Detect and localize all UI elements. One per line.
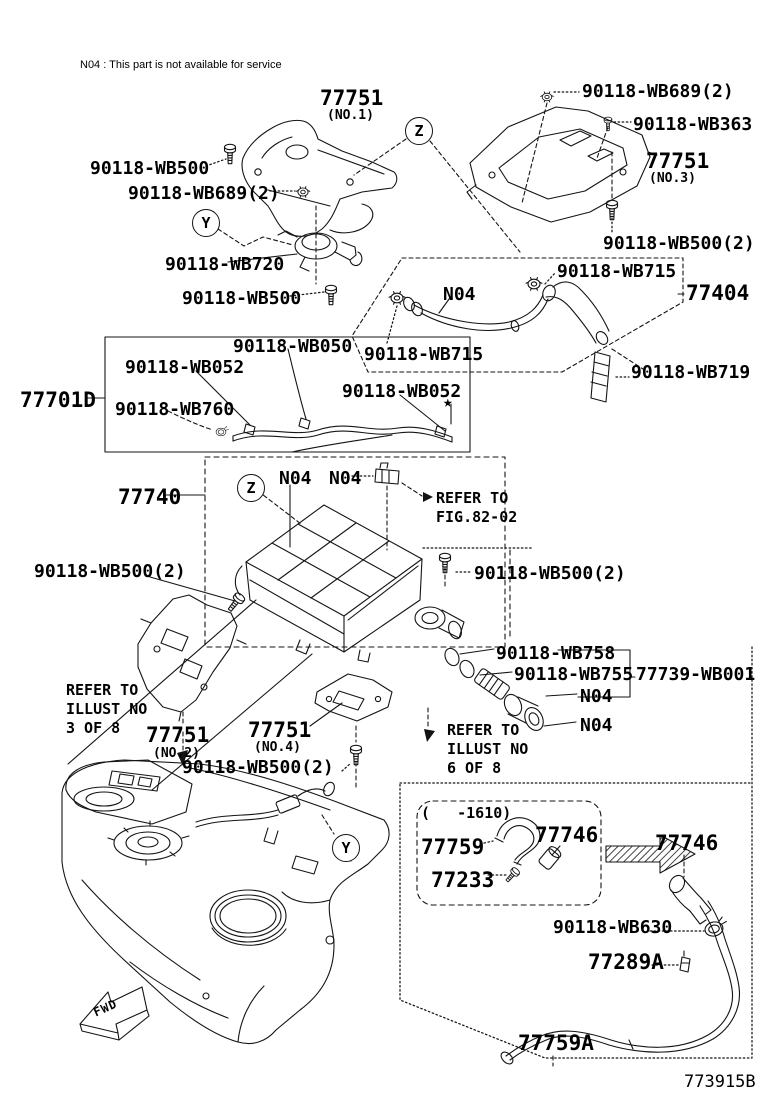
part-sublabel-no3: (NO.3) — [649, 171, 696, 186]
callout-z-top: Z — [405, 117, 433, 145]
part-sublabel-no1: (NO.1) — [327, 108, 374, 123]
variant-range-label: ( -1610) — [421, 804, 512, 822]
part-label-90118-wb755: 90118-WB755 — [514, 664, 634, 685]
figure-code: 773915B — [684, 1072, 756, 1092]
part-label-n04-hose: N04 — [443, 284, 476, 305]
hose-77759a — [500, 900, 741, 1065]
variant-arrow-icon — [605, 834, 696, 874]
part-label-77740: 77740 — [118, 485, 182, 509]
service-note: N04 : This part is not available for ser… — [80, 59, 282, 71]
part-label-77759a: 77759A — [518, 1031, 594, 1055]
fitting-77746 — [668, 874, 712, 925]
bracket-77751-no2 — [137, 594, 247, 722]
grommet-wb719 — [590, 351, 611, 403]
fwd-arrow-icon — [79, 986, 150, 1041]
callout-y-tank: Y — [332, 834, 360, 862]
part-label-77759: 77759 — [421, 835, 485, 859]
part-label-77739-wb001: 77739-WB001 — [636, 664, 756, 685]
part-label-90118-wb719: 90118-WB719 — [631, 362, 751, 383]
refer-fig-82-02: REFER TO FIG.82-02 — [436, 489, 518, 526]
tube-77701d — [232, 417, 453, 453]
part-sublabel-no4: (NO.4) — [254, 740, 301, 755]
part-label-77289a: 77289A — [588, 950, 664, 974]
fuel-tank — [61, 759, 390, 1045]
canister-77740 — [234, 462, 465, 663]
part-label-90118-wb363: 90118-WB363 — [633, 114, 753, 135]
part-label-77751-no1: 77751 — [320, 86, 384, 110]
part-label-90118-wb052-right: 90118-WB052 — [342, 381, 462, 402]
part-label-90118-wb500-a: 90118-WB500 — [90, 158, 210, 179]
part-label-77701d: 77701D — [20, 388, 96, 412]
part-label-90118-wb689-top: 90118-WB689(2) — [582, 81, 734, 102]
part-label-77746-right: 77746 — [655, 831, 719, 855]
part-sublabel-no2: (NO.2) — [153, 746, 200, 761]
part-label-n04-canister-left: N04 — [279, 468, 312, 489]
hose-77404 — [403, 281, 610, 345]
star-marker: ★ — [443, 392, 453, 411]
part-label-90118-wb500-2-right: 90118-WB500(2) — [474, 563, 626, 584]
part-label-90118-wb630: 90118-WB630 — [553, 917, 673, 938]
part-label-n04-canister-right: N04 — [329, 468, 362, 489]
part-label-90118-wb689-mid: 90118-WB689(2) — [128, 183, 280, 204]
part-label-90118-wb715-lower: 90118-WB715 — [364, 344, 484, 365]
part-label-77751-no4: 77751 — [248, 718, 312, 742]
part-label-90118-wb500-b: 90118-WB500 — [182, 288, 302, 309]
part-label-77751-no2: 77751 — [146, 723, 210, 747]
purge-valve — [277, 230, 363, 272]
leader-lines — [67, 91, 705, 1067]
bracket-77751-no1 — [241, 119, 398, 237]
region-boxes — [104, 257, 753, 1059]
part-label-90118-wb050: 90118-WB050 — [233, 336, 353, 357]
callout-y-valve: Y — [192, 209, 220, 237]
part-label-90118-wb760: 90118-WB760 — [115, 399, 235, 420]
bracket-77751-no3 — [466, 106, 658, 223]
part-label-77233: 77233 — [431, 868, 495, 892]
refer-illust-6-of-8: REFER TO ILLUST NO 6 OF 8 — [447, 721, 529, 777]
part-label-77746-boxed: 77746 — [535, 823, 599, 847]
part-label-n04-tube-lower: N04 — [580, 715, 613, 736]
tank-top-hoses — [195, 781, 335, 845]
bracket-77751-no4 — [314, 673, 393, 722]
part-label-90118-wb500-2-left: 90118-WB500(2) — [34, 561, 186, 582]
part-label-90118-wb758: 90118-WB758 — [496, 643, 616, 664]
part-label-90118-wb715-upper: 90118-WB715 — [557, 261, 677, 282]
part-label-77404: 77404 — [686, 281, 750, 305]
refer-illust-3-of-8: REFER TO ILLUST NO 3 OF 8 — [66, 681, 148, 737]
part-label-90118-wb500-2-bottom: 90118-WB500(2) — [182, 757, 334, 778]
part-label-n04-tube-upper: N04 — [580, 686, 613, 707]
fasteners — [215, 91, 730, 973]
part-label-77751-no3: 77751 — [646, 149, 710, 173]
part-label-90118-wb720: 90118-WB720 — [165, 254, 285, 275]
callout-z-canister: Z — [237, 474, 265, 502]
filler-pipe-parts — [444, 647, 544, 732]
part-label-90118-wb500-2-top: 90118-WB500(2) — [603, 233, 755, 254]
part-label-90118-wb052-left: 90118-WB052 — [125, 357, 245, 378]
